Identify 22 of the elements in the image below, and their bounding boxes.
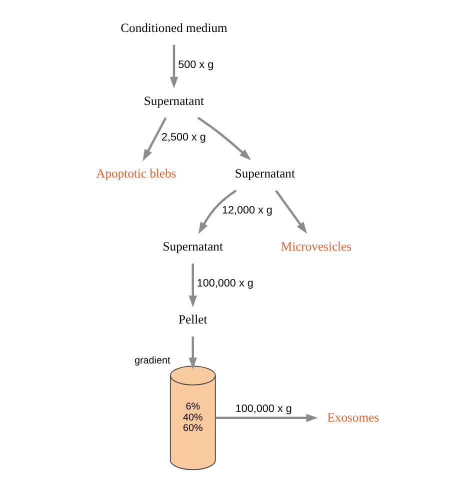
edge-label: 12,000 x g [222, 204, 272, 217]
arrow [197, 116, 251, 160]
edge-label: 100,000 x g [235, 403, 292, 416]
node-text: Conditioned medium [120, 20, 228, 35]
node-label: gradient [134, 355, 170, 366]
arrow [275, 190, 308, 234]
edge-label: 500 x g [178, 58, 214, 71]
arrow [216, 414, 318, 422]
arrow [142, 117, 167, 162]
node-text: Supernatant [162, 240, 223, 254]
node-text: Apoptotic blebs [96, 166, 176, 181]
node-text: Microvesicles [280, 240, 352, 254]
arrow [170, 44, 178, 89]
node-text: Supernatant [234, 166, 295, 181]
node-text: Exosomes [327, 410, 380, 424]
arrow [188, 264, 197, 308]
node-text: Supernatant [144, 94, 204, 108]
arrow [188, 336, 197, 370]
edge-label: 2,500 x g [162, 132, 206, 144]
arrow [198, 190, 237, 234]
node-text: Pellet [178, 312, 208, 327]
edge-label: 100,000 x g [196, 278, 254, 290]
